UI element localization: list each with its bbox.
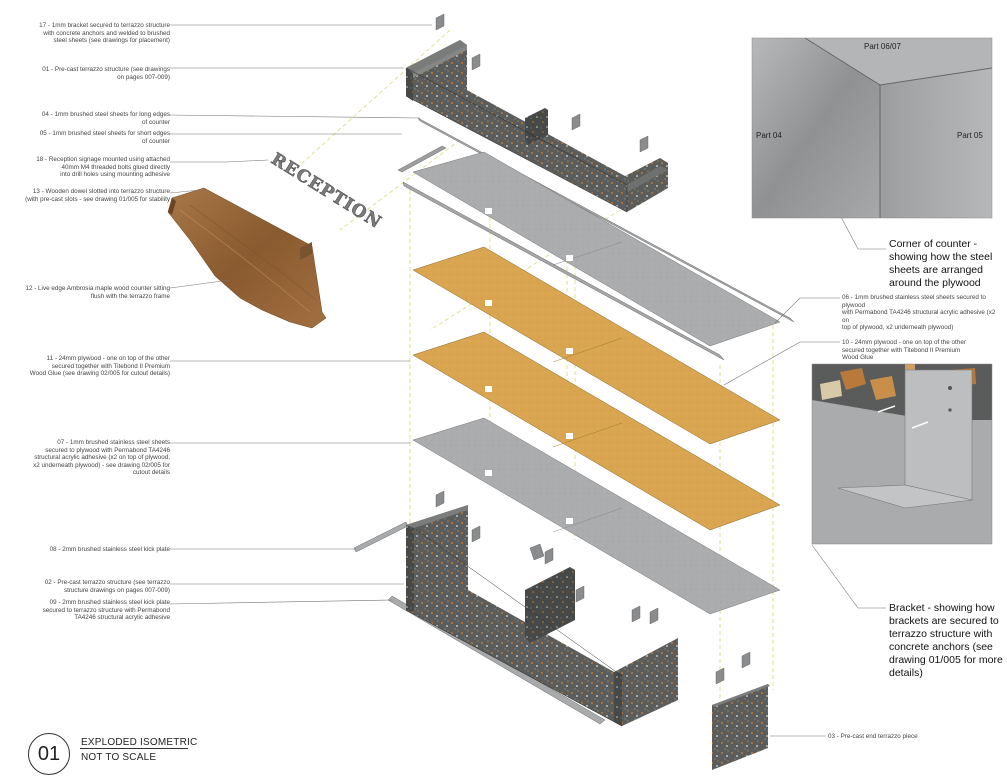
note-10: 10 - 24mm plywood - one on top of the ot… xyxy=(842,339,966,362)
reception-signage: RECEPTION xyxy=(267,149,385,233)
plywood-sheet-upper xyxy=(412,246,781,445)
note-12: 12 - Live edge Ambrosia maple wood count… xyxy=(25,285,170,300)
bottom-brackets xyxy=(435,490,751,685)
note-17: 17 - 1mm bracket secured to terrazzo str… xyxy=(39,22,170,45)
note-06: 06 - 1mm brushed stainless steel sheets … xyxy=(842,294,996,332)
wood-counter-live-edge xyxy=(167,187,327,329)
drawing-title: EXPLODED ISOMETRIC xyxy=(81,737,198,748)
detail-bracket-panel xyxy=(811,363,993,545)
plywood-sheet-lower xyxy=(412,331,781,531)
label-part-04: Part 04 xyxy=(756,131,782,140)
title-underline xyxy=(80,748,188,749)
note-04: 04 - 1mm brushed steel sheets for long e… xyxy=(41,111,170,126)
end-terrazzo-piece xyxy=(712,684,770,770)
note-09: 09 - 2mm brushed stainless steel kick pl… xyxy=(42,599,170,622)
note-18: 18 - Reception signage mounted using att… xyxy=(36,156,170,179)
caption-bracket: Bracket - showing how brackets are secur… xyxy=(889,602,1003,679)
top-brackets xyxy=(435,13,649,153)
note-11: 11 - 24mm plywood - one on top of the ot… xyxy=(29,355,170,378)
note-02: 02 - Pre-cast terrazzo structure (see te… xyxy=(44,579,170,594)
leader-lines xyxy=(169,24,886,737)
steel-sheet-bottom xyxy=(412,417,781,615)
steel-sheet-top xyxy=(412,151,781,347)
drawing-number-badge: 01 xyxy=(28,733,70,775)
bottom-terrazzo-structure xyxy=(405,505,678,727)
detail-corner-panel xyxy=(751,37,993,219)
label-part-06-07: Part 06/07 xyxy=(864,42,901,51)
caption-corner-of-counter: Corner of counter - showing how the stee… xyxy=(889,238,993,289)
kick-plate-front xyxy=(353,521,409,553)
note-08: 08 - 2mm brushed stainless steel kick pl… xyxy=(49,546,170,553)
top-terrazzo-structure xyxy=(405,40,668,213)
note-13: 13 - Wooden dowel slotted into terrazzo … xyxy=(25,188,170,203)
note-05: 05 - 1mm brushed steel sheets for short … xyxy=(39,130,170,145)
note-07: 07 - 1mm brushed stainless steel sheets … xyxy=(33,439,170,477)
drawing-scale: NOT TO SCALE xyxy=(81,752,157,763)
label-part-05: Part 05 xyxy=(957,131,983,140)
note-01: 01 - Pre-cast terrazzo structure (see dr… xyxy=(42,66,170,81)
note-03: 03 - Pre-cast end terrazzo piece xyxy=(828,733,918,740)
